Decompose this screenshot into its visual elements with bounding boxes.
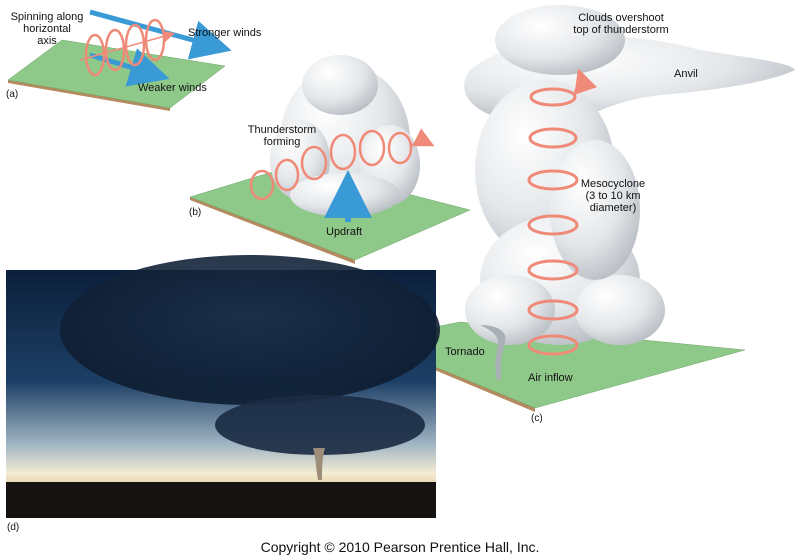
wall-cloud (215, 395, 425, 455)
spin-label-line2: horizontal (23, 23, 71, 35)
panel-b-tag: (b) (189, 207, 202, 218)
developing-cloud (270, 55, 420, 217)
ground-slab-a (7, 39, 226, 109)
mesocyclone-label-line3: diameter) (589, 202, 637, 214)
tilted-spiral-b (249, 128, 435, 201)
mature-thunderstorm (464, 5, 795, 345)
copyright-notice: Copyright © 2010 Pearson Prentice Hall, … (260, 539, 540, 555)
vertical-spiral-c (527, 68, 598, 356)
panel-c (369, 5, 795, 412)
mesocyclone-label-line1: Mesocyclone (580, 178, 646, 190)
weaker-winds-label: Weaker winds (138, 82, 207, 94)
panel-d-photo (6, 255, 440, 518)
panel-b (189, 55, 471, 264)
mesocyclone-label-line2: (3 to 10 km (585, 190, 641, 202)
photo-tornado (313, 448, 325, 480)
photo-ground (6, 482, 436, 518)
supercell-cloud (60, 255, 440, 405)
panel-a-tag: (a) (6, 89, 19, 100)
tornado-label: Tornado (445, 346, 485, 358)
stronger-winds-label: Stronger winds (188, 27, 262, 39)
weaker-winds-arrow (89, 48, 170, 87)
spin-label-line1: Spinning along (10, 11, 84, 23)
horizontal-spiral-a (79, 18, 175, 77)
panel-c-tag: (c) (531, 413, 543, 424)
anvil-label: Anvil (674, 68, 698, 80)
stronger-winds-arrow (89, 9, 232, 60)
panel-d-tag: (d) (7, 522, 20, 533)
overshoot-label-line2: top of thunderstorm (573, 24, 669, 36)
forming-label-line1: Thunderstorm (247, 124, 317, 136)
panel-a (7, 9, 232, 111)
updraft-label: Updraft (326, 226, 363, 238)
air-inflow-label: Air inflow (528, 372, 573, 384)
tornado-funnel (480, 325, 506, 380)
forming-label-line2: forming (263, 136, 301, 148)
spin-label-line3: axis (37, 35, 57, 47)
overshoot-label-line1: Clouds overshoot (578, 12, 664, 24)
